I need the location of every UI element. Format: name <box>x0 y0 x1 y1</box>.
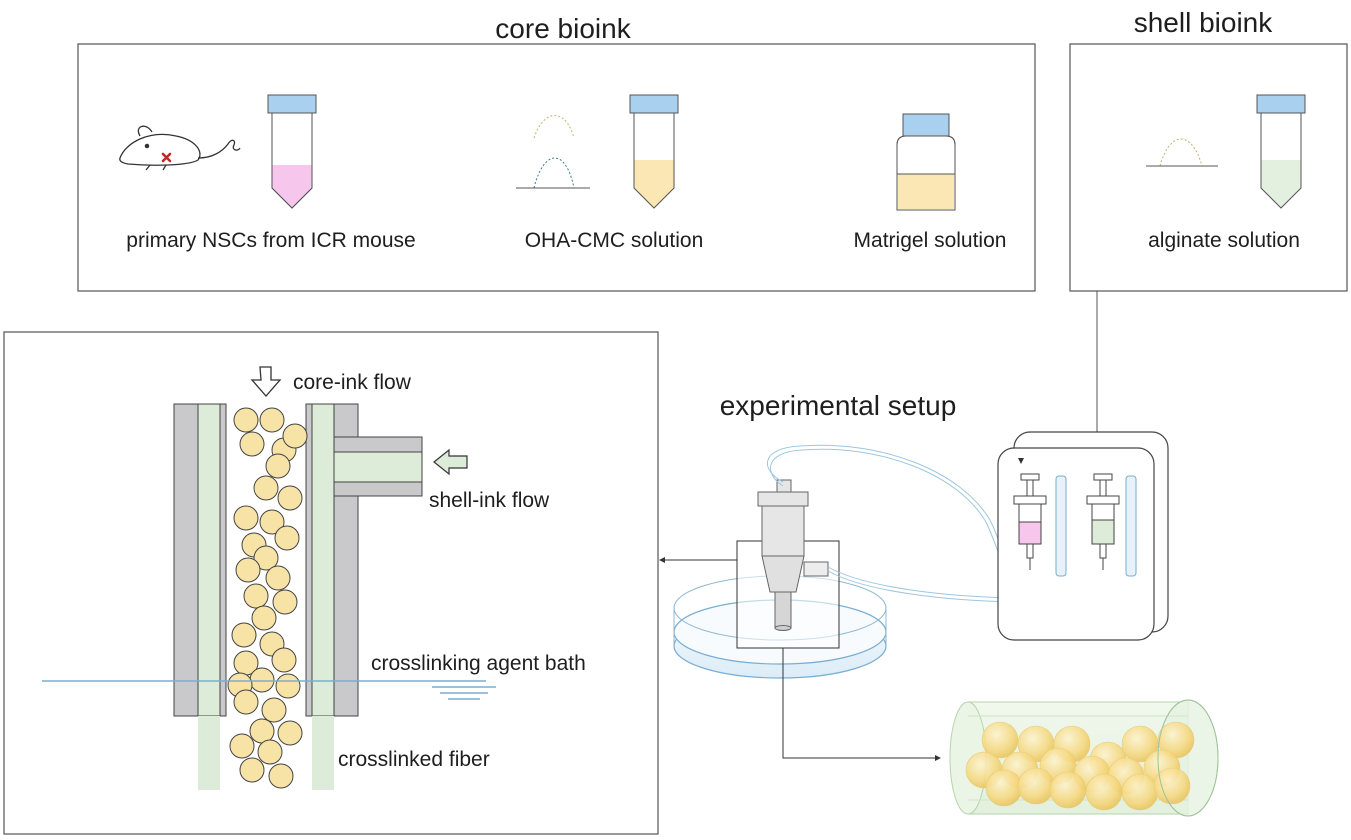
nozzle-detail-panel: core-ink flow shell-ink flow <box>3 331 659 835</box>
shell-bioink-title: shell bioink <box>1134 7 1274 38</box>
core-flow-arrow-icon <box>250 366 282 397</box>
mark-x-icon <box>161 152 172 163</box>
shell-bioink-frame <box>1069 43 1348 292</box>
shell-flow-label: shell-ink flow <box>429 489 550 512</box>
setup-title: experimental setup <box>720 390 957 421</box>
matrigel-bottle-icon <box>896 113 956 211</box>
mouse-icon <box>119 125 241 171</box>
syringe-pump-icon <box>997 431 1169 641</box>
bath-label: crosslinking agent bath <box>371 652 586 675</box>
green-solution-tube-icon <box>1256 94 1306 209</box>
yellow-solution-tube-icon <box>629 94 679 209</box>
core-item-label-oha-cmc: OHA-CMC solution <box>525 229 704 252</box>
shell-bioink-panel: shell bioink alginate solution <box>1069 7 1348 292</box>
core-bioink-title: core bioink <box>495 13 631 44</box>
core-bioink-frame <box>77 43 1036 292</box>
fiber-label: crosslinked fiber <box>338 748 490 771</box>
nozzle-detail-frame <box>3 331 659 835</box>
alginate-curve-icon <box>1146 138 1218 167</box>
core-item-label-nscs: primary NSCs from ICR mouse <box>126 229 415 252</box>
pink-cell-tube-icon <box>267 94 317 209</box>
dish-to-fiber-connector <box>782 648 941 761</box>
experimental-setup: experimental setup <box>659 390 1219 817</box>
shell-flow-arrow-icon <box>433 448 468 476</box>
polymer-curve-icon <box>516 115 590 189</box>
crosslinked-fiber-icon <box>949 699 1219 817</box>
core-item-label-matrigel: Matrigel solution <box>854 229 1007 252</box>
cell-cluster <box>227 407 308 789</box>
core-flow-label: core-ink flow <box>293 371 412 394</box>
nozzle-assembly-icon <box>757 479 829 631</box>
core-bioink-panel: core bioink <box>77 13 1036 292</box>
liquid-level-icon <box>432 686 496 700</box>
shell-item-label-alginate: alginate solution <box>1148 229 1300 252</box>
